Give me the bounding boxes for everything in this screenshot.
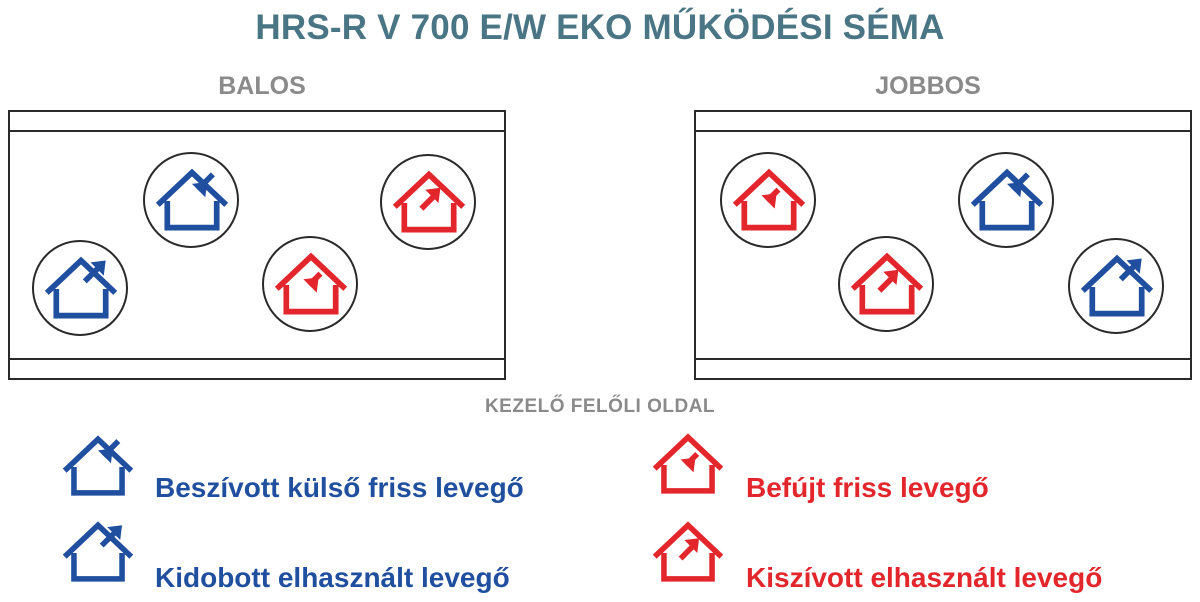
port-supply-fresh — [262, 236, 358, 332]
house-arrow-out-blue-icon — [1079, 249, 1155, 325]
house-arrow-in-blue-icon — [154, 163, 230, 239]
port-extract-used — [838, 236, 934, 332]
house-arrow-out-blue-icon — [43, 251, 119, 327]
legend-outdoor-fresh-intake: Beszívott külső friss levegő — [155, 472, 524, 503]
house-arrow-in-blue-icon — [969, 163, 1045, 239]
unit-bottom-band — [10, 358, 504, 360]
unit-bottom-band — [696, 358, 1190, 360]
unit-top-band — [10, 130, 504, 132]
port-supply-fresh — [720, 152, 816, 248]
legend-supply-fresh: Befújt friss levegő — [746, 472, 989, 503]
house-arrow-in-red-icon — [731, 163, 807, 239]
house-arrow-out-red-icon — [648, 516, 728, 590]
legend-exhaust-discharged: Kidobott elhasznált levegő — [155, 562, 510, 593]
left-unit-label: BALOS — [218, 72, 306, 100]
unit-top-band — [696, 130, 1190, 132]
port-outdoor-fresh-intake — [958, 152, 1054, 248]
house-arrow-in-red-icon — [648, 428, 728, 502]
port-exhaust-discharged — [1068, 238, 1164, 334]
right-unit-label: JOBBOS — [875, 72, 981, 100]
house-arrow-in-blue-icon — [58, 430, 138, 504]
operator-side-label: KEZELŐ FELŐLI OLDAL — [484, 396, 716, 417]
house-arrow-out-red-icon — [849, 247, 925, 323]
house-arrow-in-red-icon — [273, 247, 349, 323]
legend-extract-used: Kiszívott elhasznált levegő — [746, 562, 1103, 593]
port-outdoor-fresh-intake — [143, 152, 239, 248]
right-unit-housing — [694, 110, 1192, 380]
diagram-title: HRS-R V 700 E/W EKO MŰKÖDÉSI SÉMA — [255, 8, 945, 47]
house-arrow-out-blue-icon — [58, 516, 138, 590]
port-extract-used — [380, 154, 476, 250]
port-exhaust-discharged — [32, 240, 128, 336]
left-unit-housing — [8, 110, 506, 380]
house-arrow-out-red-icon — [391, 165, 467, 241]
